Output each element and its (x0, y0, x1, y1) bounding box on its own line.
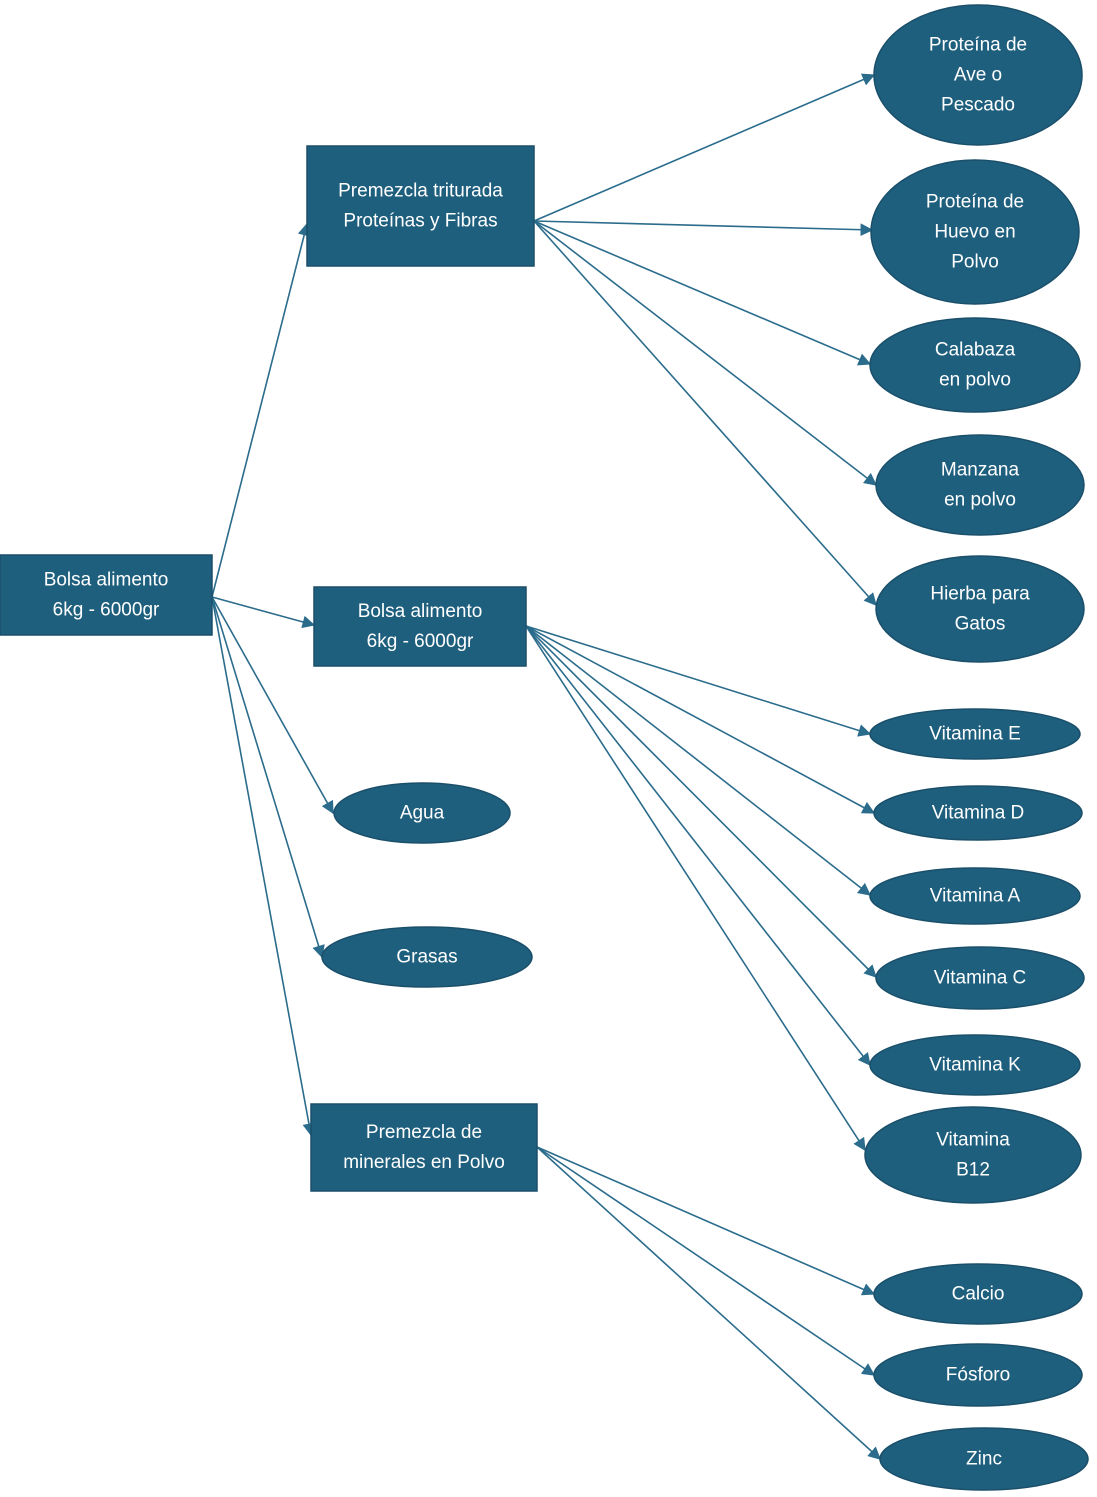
arrow-premezcla-proteinas-to-manzana (533, 220, 878, 486)
node-label-line: Calabaza (935, 340, 1016, 361)
node-label-line: 6kg - 6000gr (367, 631, 474, 652)
node-shape (333, 782, 511, 844)
arrow-root-to-grasas (211, 596, 325, 959)
arrow-bolsa-vitaminas-to-vitamina-a (525, 625, 872, 896)
node-shape (875, 555, 1085, 663)
arrow-root-to-premezcla-proteinas (211, 222, 311, 598)
nodes: Bolsa alimento 6kg - 6000gr Premezcla trit… (0, 4, 1089, 1491)
edges (211, 73, 881, 1460)
node-label-line: Vitamina E (929, 724, 1021, 745)
node-label-line: Proteína de (926, 192, 1024, 213)
arrow-bolsa-vitaminas-to-vitamina-d (525, 625, 876, 814)
node-shape (873, 1263, 1083, 1325)
node-shape (0, 554, 213, 636)
arrow-bolsa-vitaminas-to-vitamina-c (525, 625, 877, 978)
node-label-line: Proteínas y Fibras (343, 211, 497, 232)
node-label-line: Manzana (941, 460, 1020, 481)
node-label-line: en polvo (939, 370, 1011, 391)
node-label-line: Premezcla triturada (338, 181, 503, 202)
arrow-bolsa-vitaminas-to-vitamina-k (525, 625, 871, 1067)
node-shape (864, 1106, 1082, 1204)
arrow-root-to-agua (211, 596, 334, 815)
node-vitamina-a-ellipse: Vitamina A (869, 867, 1081, 925)
node-shape (875, 434, 1085, 536)
node-label-line: B12 (956, 1160, 990, 1181)
arrow-premezcla-proteinas-to-proteina-huevo (533, 220, 874, 237)
node-label-line: Bolsa alimento (44, 570, 169, 591)
node-shape (321, 926, 533, 988)
node-label-line: 6kg - 6000gr (53, 600, 160, 621)
node-shape (879, 1427, 1089, 1491)
node-shape (875, 946, 1085, 1010)
arrow-premezcla-minerales-to-calcio (536, 1146, 876, 1296)
node-label-line: Bolsa alimento (358, 601, 483, 622)
node-label-line: Fósforo (946, 1365, 1010, 1386)
node-shape (873, 4, 1083, 146)
node-agua-ellipse: Agua (333, 782, 511, 844)
arrow-bolsa-vitaminas-to-vitamina-e (525, 625, 872, 737)
node-label-line: Vitamina D (932, 803, 1025, 824)
node-calcio-ellipse: Calcio (873, 1263, 1083, 1325)
node-label-line: Huevo en (934, 222, 1015, 243)
node-label-line: Grasas (396, 947, 457, 968)
node-shape (869, 1034, 1081, 1096)
node-label-line: Proteína de (929, 35, 1027, 56)
node-shape (313, 586, 527, 667)
arrow-root-to-premezcla-minerales (211, 596, 316, 1137)
node-shape (870, 159, 1080, 305)
node-vitamina-c-ellipse: Vitamina C (875, 946, 1085, 1010)
arrow-premezcla-minerales-to-fosforo (536, 1146, 876, 1376)
node-label-line: Calcio (952, 1284, 1005, 1305)
node-shape (873, 785, 1083, 841)
node-zinc-ellipse: Zinc (879, 1427, 1089, 1491)
node-proteina-huevo-ellipse: Proteína de Huevo en Polvo (870, 159, 1080, 305)
node-label-line: Vitamina K (929, 1055, 1021, 1076)
node-shape (310, 1103, 538, 1192)
node-vitamina-k-ellipse: Vitamina K (869, 1034, 1081, 1096)
node-label-line: Polvo (951, 252, 999, 273)
node-label-line: Vitamina C (934, 968, 1027, 989)
node-label-line: minerales en Polvo (343, 1152, 505, 1173)
arrow-premezcla-proteinas-to-hierba (533, 220, 877, 606)
node-root-box: Bolsa alimento 6kg - 6000gr (0, 554, 213, 636)
node-shape (873, 1343, 1083, 1407)
node-label-line: Vitamina A (930, 886, 1021, 907)
node-calabaza-ellipse: Calabaza en polvo (869, 317, 1081, 413)
node-shape (306, 145, 535, 267)
node-fosforo-ellipse: Fósforo (873, 1343, 1083, 1407)
node-label-line: Zinc (966, 1449, 1002, 1470)
node-label-line: Agua (400, 803, 445, 824)
node-grasas-ellipse: Grasas (321, 926, 533, 988)
arrow-premezcla-minerales-to-zinc (536, 1146, 881, 1460)
arrow-premezcla-proteinas-to-proteina-ave (533, 73, 876, 222)
node-shape (869, 867, 1081, 925)
node-vitamina-e-ellipse: Vitamina E (869, 708, 1081, 760)
arrow-bolsa-vitaminas-to-vitamina-b12 (525, 625, 866, 1152)
node-label-line: Premezcla de (366, 1122, 482, 1143)
node-shape (869, 317, 1081, 413)
node-label-line: Gatos (955, 614, 1006, 635)
node-label-line: Hierba para (930, 584, 1030, 605)
node-proteina-ave-ellipse: Proteína de Ave o Pescado (873, 4, 1083, 146)
node-label-line: en polvo (944, 490, 1016, 511)
node-shape (869, 708, 1081, 760)
node-manzana-ellipse: Manzana en polvo (875, 434, 1085, 536)
node-bolsa-vitaminas-box: Bolsa alimento 6kg - 6000gr (313, 586, 527, 667)
node-premezcla-minerales-box: Premezcla de minerales en Polvo (310, 1103, 538, 1192)
node-vitamina-d-ellipse: Vitamina D (873, 785, 1083, 841)
arrow-premezcla-proteinas-to-calabaza (533, 220, 872, 366)
arrow-root-to-bolsa-vitaminas (211, 596, 316, 629)
node-label-line: Pescado (941, 95, 1015, 116)
node-label-line: Vitamina (936, 1130, 1010, 1151)
node-label-line: Ave o (954, 65, 1002, 86)
